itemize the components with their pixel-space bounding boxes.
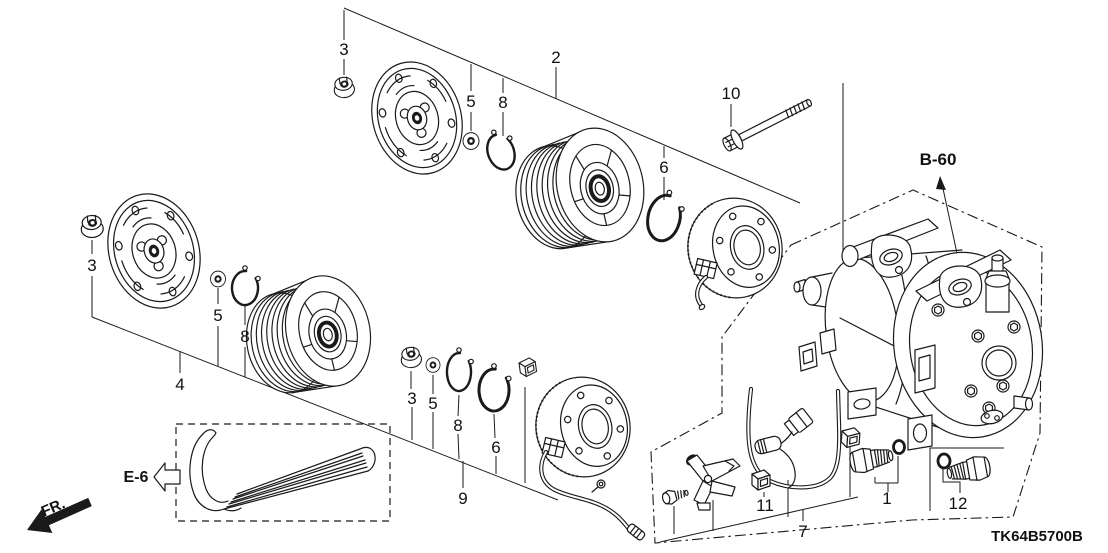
pressure-sensor [754,435,782,455]
snap-ring-8-lower [230,265,261,307]
washer-lower [210,270,226,288]
o-ring-12 [936,452,952,470]
callout-8-coil: 8 [453,416,462,435]
callout-6-coil: 6 [491,438,500,457]
callout-3-top: 3 [339,40,348,59]
callout-10: 10 [722,84,741,103]
drive-belt [189,429,376,512]
pulley-top [502,117,657,263]
o-ring-1 [892,439,906,455]
callout-5-lower: 5 [213,306,222,325]
fr-arrow [27,497,92,533]
callout-4: 4 [175,375,184,394]
callout-6-top: 6 [659,158,668,177]
stay-bolt [661,489,689,505]
callout-1: 1 [882,489,891,508]
shaft-nut-coil [399,345,424,370]
field-coil-lower [525,367,646,541]
e6-arrow [153,462,181,492]
snap-ring-8-coil [445,347,474,393]
washer-coil [425,357,441,373]
snap-ring-8-top [486,129,516,171]
b60-reference-label: B-60 [920,150,957,169]
harness-clip-right [840,426,861,449]
callout-2: 2 [551,48,560,67]
harness-clip-left [751,469,771,491]
field-coil-top [677,188,793,311]
coil-connector-clip [517,356,538,378]
callout-9: 9 [458,489,467,508]
clutch-disc-lower [93,181,215,321]
washer-top [462,132,480,150]
assembly-boundary [650,189,1043,544]
callout-11: 11 [756,496,774,515]
callout-5-top: 5 [466,92,475,111]
belt-reference-box [175,423,391,522]
leader-lines [91,7,1004,543]
callout-7: 7 [798,522,807,541]
connector-stay [686,454,741,511]
wire-harness [746,386,842,490]
callout-3-coil: 3 [407,389,416,408]
callout-12: 12 [949,494,968,513]
callout-5-coil: 5 [428,394,437,413]
snap-ring-6-top [646,189,685,243]
shaft-nut-top [332,75,357,100]
callout-8-lower: 8 [240,327,249,346]
shaft-nut-lower [79,213,105,240]
snap-ring-6-coil [477,363,512,413]
callout-3-lower: 3 [87,256,96,275]
thermal-protector [626,523,646,541]
sealing-bolt-12 [936,452,991,481]
mount-bolt [722,98,813,152]
sealing-bolt-1 [849,439,906,474]
compressor-body [793,218,1044,451]
diagram-code: TK64B5700B [991,528,1083,545]
e6-reference-label: E-6 [124,469,149,486]
clutch-disc-top [357,50,477,186]
callout-8-top: 8 [498,93,507,112]
